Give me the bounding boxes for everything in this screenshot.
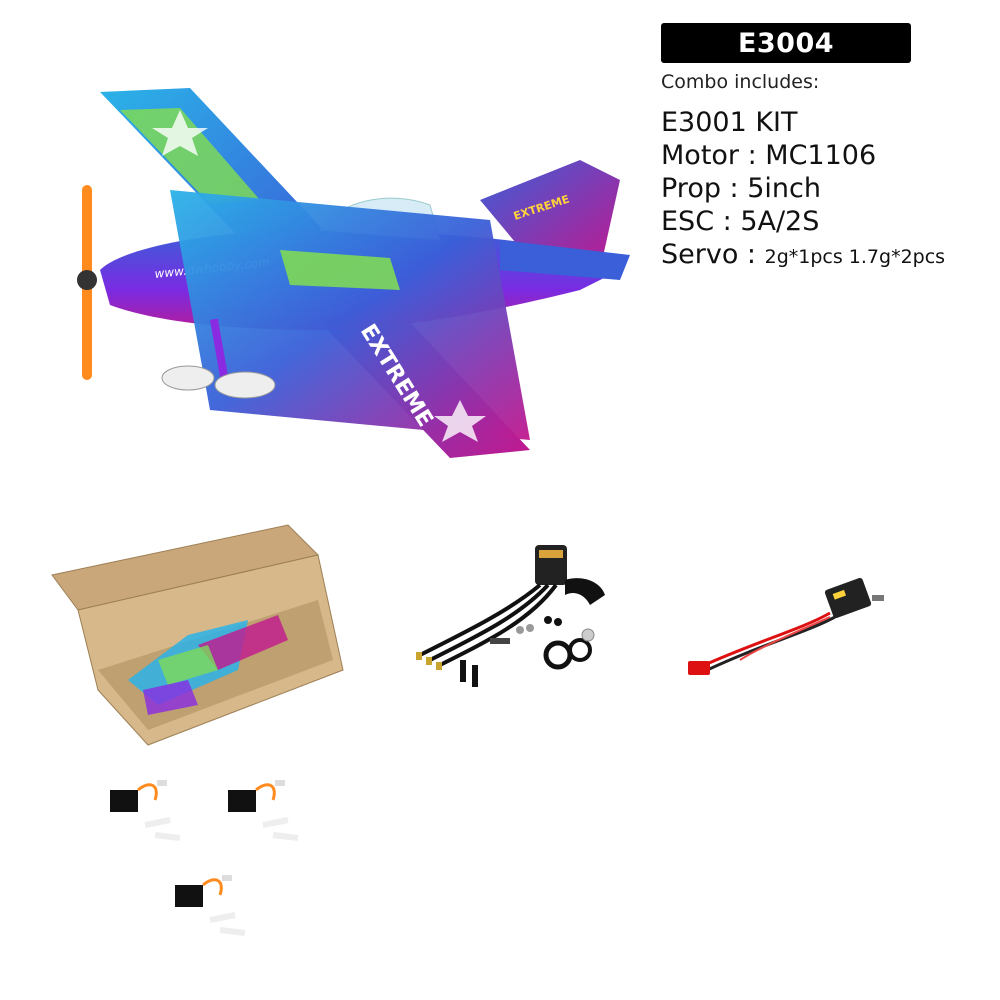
servo-3 — [175, 875, 246, 936]
kit-box-image — [48, 520, 348, 750]
lower-wing — [170, 190, 530, 440]
spec-list: E3001 KIT Motor : MC1106 Prop : 5inch ES… — [661, 106, 945, 274]
spec-esc: ESC : 5A/2S — [661, 206, 820, 237]
biplane-image: www.dwhobby.com EXTREME EXTREME — [60, 80, 640, 460]
esc-board — [824, 577, 872, 619]
model-code: E3004 — [737, 27, 835, 59]
spec-prop: Prop : 5inch — [661, 173, 821, 204]
esc-image — [680, 575, 900, 685]
spec-servo-detail: 2g*1pcs 1.7g*2pcs — [764, 246, 946, 268]
servo-2 — [228, 780, 299, 841]
servo-1 — [110, 780, 181, 841]
model-code-badge: E3004 — [661, 23, 911, 63]
spec-motor: Motor : MC1106 — [661, 140, 877, 171]
combo-title: Combo includes: — [661, 71, 820, 93]
spec-servo: Servo : 2g*1pcs 1.7g*2pcs — [661, 239, 946, 270]
servos-image — [95, 770, 335, 940]
motor-image — [410, 540, 620, 690]
esc-connector — [688, 661, 710, 675]
spec-kit: E3001 KIT — [661, 107, 798, 138]
tail — [480, 160, 620, 270]
